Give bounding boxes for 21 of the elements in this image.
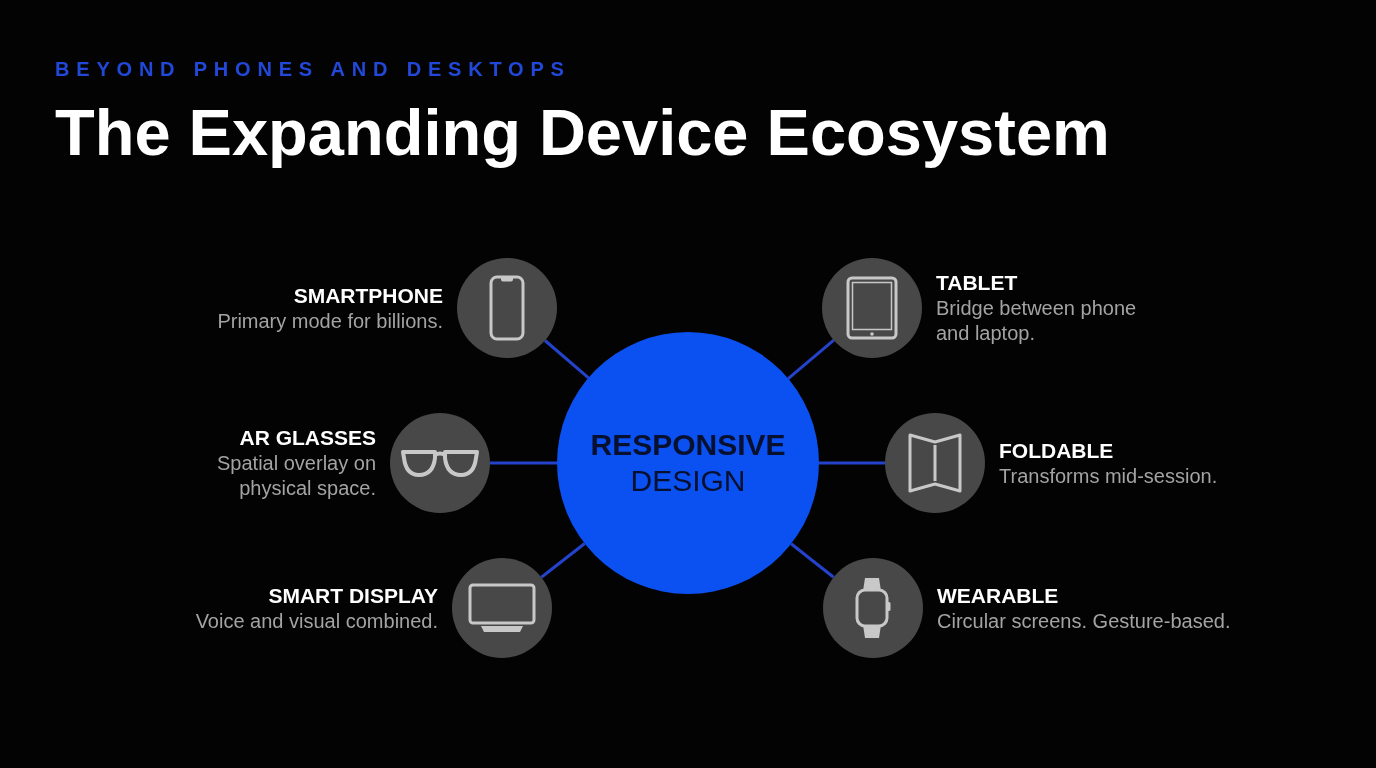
device-description: Transforms mid-session. xyxy=(999,463,1218,489)
device-heading: WEARABLE xyxy=(937,582,1059,609)
hub-subheading: DESIGN xyxy=(630,463,746,499)
kicker-text: BEYOND PHONES AND DESKTOPS xyxy=(55,59,571,79)
device-heading: AR GLASSES xyxy=(239,425,376,451)
device-description: Bridge between phone and laptop. xyxy=(936,296,1138,346)
connector-line xyxy=(787,339,835,380)
device-heading: TABLET xyxy=(936,270,1018,296)
device-description: Spatial overlay on physical space. xyxy=(216,451,376,501)
connector-line xyxy=(819,461,885,465)
device-description: Circular screens. Gesture-based. xyxy=(937,608,1231,634)
connector-line xyxy=(790,542,835,579)
device-heading: SMART DISPLAY xyxy=(268,582,438,609)
device-heading: FOLDABLE xyxy=(999,437,1114,464)
connector-line xyxy=(544,339,590,379)
device-description: Primary mode for billions. xyxy=(217,308,443,334)
hub-heading: RESPONSIVE xyxy=(590,427,786,463)
device-heading: SMARTPHONE xyxy=(293,282,443,309)
device-description: Voice and visual combined. xyxy=(195,608,438,634)
connector-line xyxy=(540,542,586,579)
connector-line xyxy=(490,461,557,465)
